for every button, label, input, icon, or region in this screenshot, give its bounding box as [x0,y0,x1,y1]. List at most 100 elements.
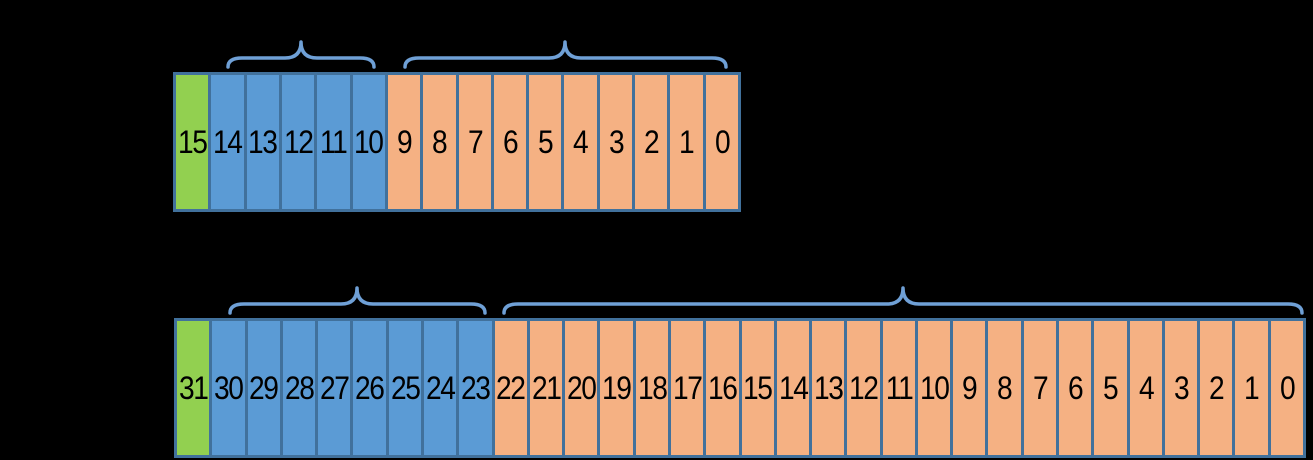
bit-number: 5 [538,124,554,160]
bit-number: 16 [708,370,738,406]
bit-number: 17 [672,370,703,406]
bit-cell-sign-15: 15 [176,75,212,209]
bit-number: 2 [644,124,660,160]
bit-number: 7 [1032,370,1049,406]
bit-cell-exponent-14: 14 [211,75,247,209]
bit-cell-fraction-0: 0 [1270,321,1303,455]
bit-number: 24 [425,370,456,406]
bit-number: 7 [467,124,483,160]
bit-number: 3 [1173,370,1190,406]
bit-number: 12 [283,124,314,160]
bit-number: 4 [573,124,589,160]
bit-number: 13 [813,370,844,406]
bit-number: 2 [1209,370,1225,406]
bit-number: 30 [214,370,244,406]
bit-cell-fraction-4: 4 [564,75,600,209]
bit-cell-sign-31: 31 [177,321,213,455]
bit-cell-fraction-13: 13 [812,321,848,455]
bit-number: 9 [962,370,978,406]
exponent-brace-16 [226,40,376,69]
bit-cell-exponent-27: 27 [318,321,354,455]
bit-cell-fraction-3: 3 [599,75,636,209]
bit-number: 0 [714,124,731,160]
bit-cell-exponent-24: 24 [423,321,460,455]
bit-number: 23 [461,370,491,406]
bit-number: 31 [178,370,209,406]
bit-cell-fraction-15: 15 [741,321,777,455]
bit-cell-fraction-5: 5 [529,75,565,209]
bit-cell-fraction-6: 6 [493,75,530,209]
exponent-brace-32 [228,286,487,315]
bit-number: 15 [177,124,208,160]
bit-cell-fraction-0: 0 [705,75,738,209]
bit-number: 25 [390,370,420,406]
bit-cell-exponent-13: 13 [246,75,282,209]
bit-cell-fraction-19: 19 [600,321,636,455]
fraction-brace-32 [502,286,1304,315]
bit-number: 12 [849,370,879,406]
bit-cell-fraction-7: 7 [458,75,494,209]
bit-number: 3 [608,124,625,160]
bit-number: 22 [496,370,526,406]
bit-number: 11 [885,370,913,406]
bit-cell-exponent-11: 11 [317,75,353,209]
bit-number: 6 [502,124,519,160]
bit-cell-exponent-28: 28 [282,321,319,455]
bit-number: 11 [320,124,348,160]
bit-number: 14 [213,124,243,160]
bit-cell-fraction-14: 14 [776,321,813,455]
bit-cell-fraction-1: 1 [670,75,706,209]
bit-cell-exponent-25: 25 [388,321,424,455]
bit-cell-fraction-22: 22 [494,321,530,455]
bit-cell-exponent-30: 30 [212,321,248,455]
bit-cell-fraction-10: 10 [917,321,954,455]
bit-cell-exponent-29: 29 [247,321,283,455]
bit-cell-fraction-1: 1 [1235,321,1271,455]
bit-cell-fraction-20: 20 [565,321,601,455]
bit-number: 19 [602,370,632,406]
bit-number: 15 [743,370,773,406]
bit-cell-exponent-10: 10 [352,75,388,209]
bit-cell-fraction-4: 4 [1129,321,1165,455]
bit-number: 5 [1103,370,1119,406]
bit-cell-fraction-8: 8 [423,75,459,209]
bit-number: 18 [637,370,667,406]
bit-cell-fraction-6: 6 [1059,321,1095,455]
bit-number: 28 [284,370,315,406]
bit-number: 10 [919,370,950,406]
bit-cell-fraction-17: 17 [670,321,707,455]
bit-cell-fraction-11: 11 [882,321,918,455]
bit-cell-fraction-7: 7 [1023,321,1060,455]
bit-cell-exponent-12: 12 [281,75,318,209]
bit-cell-fraction-3: 3 [1164,321,1201,455]
bit-number: 13 [248,124,278,160]
bit-cell-exponent-23: 23 [459,321,495,455]
bit-cell-fraction-2: 2 [1200,321,1236,455]
bit-number: 26 [355,370,385,406]
bit-number: 14 [778,370,809,406]
bit-cell-fraction-18: 18 [635,321,671,455]
bit-number: 1 [679,124,695,160]
bit-number: 20 [566,370,597,406]
bit-cell-fraction-8: 8 [988,321,1024,455]
bit-number: 21 [531,370,562,406]
bit-cell-fraction-12: 12 [847,321,883,455]
bit-number: 10 [354,124,384,160]
bit-cell-exponent-26: 26 [353,321,389,455]
bit-number: 4 [1138,370,1155,406]
bit-number: 0 [1279,370,1296,406]
bit-cell-fraction-16: 16 [706,321,742,455]
bit-number: 29 [249,370,279,406]
fraction-brace-16 [403,40,728,69]
bit-number: 27 [319,370,350,406]
bit-cell-fraction-5: 5 [1094,321,1130,455]
bit-number: 9 [396,124,413,160]
bit-cell-fraction-2: 2 [635,75,671,209]
bit-number: 8 [432,124,448,160]
bit-number: 6 [1067,370,1084,406]
bit-number: 8 [997,370,1013,406]
bit-cell-fraction-21: 21 [529,321,566,455]
